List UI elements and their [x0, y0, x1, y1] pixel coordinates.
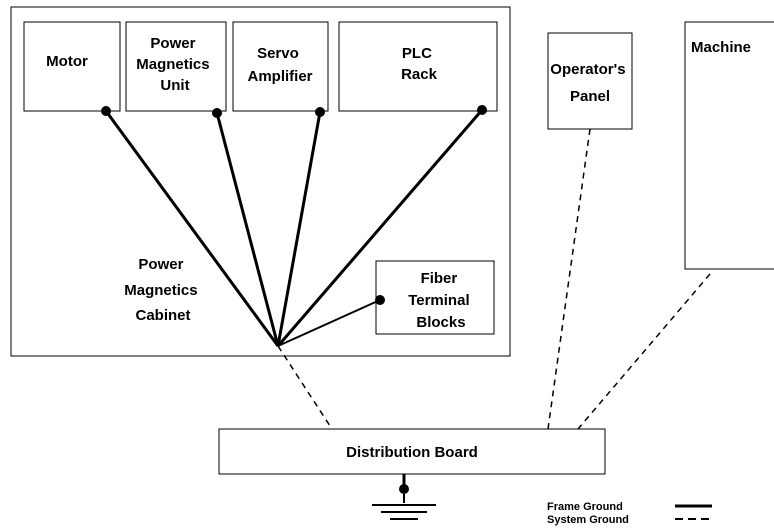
fiber-terminal-blocks-ground-terminal	[375, 295, 385, 305]
servo-amplifier-box	[232, 21, 329, 112]
system-ground-wire-machine	[577, 273, 711, 430]
servo-amplifier-label: Servo Amplifier	[247, 45, 312, 85]
fiber-terminal-blocks-label: Fiber Terminal Blocks	[408, 270, 474, 331]
motor-label: Motor	[46, 53, 88, 70]
fiber-terminal-blocks-box	[375, 260, 495, 335]
system-ground-legend-label: System Ground	[547, 514, 629, 526]
operators-panel-label: Operator's Panel	[550, 61, 629, 105]
motor-ground-terminal	[101, 106, 111, 116]
frame-ground-wire-servo-amplifier	[276, 111, 322, 347]
plc-rack-ground-terminal	[477, 105, 487, 115]
frame-ground-legend-label: Frame Ground	[547, 501, 623, 513]
frame-ground-wire-plc-rack	[276, 109, 484, 347]
frame-ground-wire-fiber-terminal-blocks	[277, 299, 381, 347]
power-magnetics-unit-box	[125, 21, 227, 112]
machine-label: Machine	[691, 39, 751, 56]
frame-ground-wire-power-magnetics-unit	[215, 112, 280, 347]
power-magnetics-unit-label: Power Magnetics Unit	[136, 35, 214, 94]
system-ground-wire-cabinet	[277, 345, 333, 430]
plc-rack-box	[338, 21, 498, 112]
distribution-board-label: Distribution Board	[346, 444, 478, 461]
plc-rack-label: PLC Rack	[401, 45, 438, 83]
frame-ground-wire-motor	[104, 110, 280, 347]
system-ground-wire-operators-panel	[547, 128, 591, 430]
earth-ground-icon	[372, 474, 436, 520]
power-magnetics-unit-ground-terminal	[212, 108, 222, 118]
servo-amplifier-ground-terminal	[315, 107, 325, 117]
motor-box	[23, 21, 121, 112]
distribution-board-box	[218, 428, 606, 475]
cabinet-label: Power Magnetics Cabinet	[124, 256, 202, 324]
machine-box	[684, 21, 774, 270]
operators-panel-box	[547, 32, 633, 130]
